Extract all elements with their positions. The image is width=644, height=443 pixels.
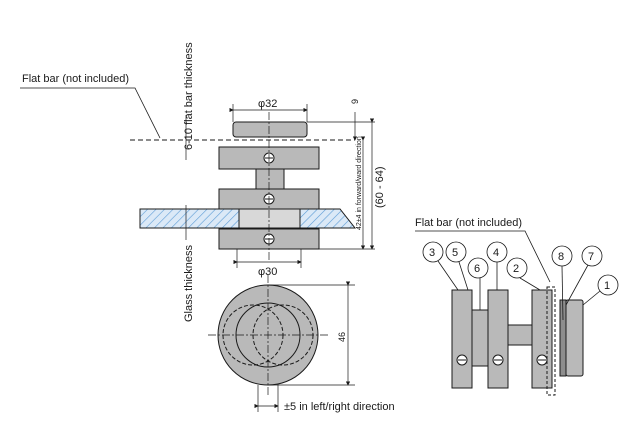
dimension-46 xyxy=(268,281,355,386)
glass-insert xyxy=(238,208,301,229)
part-number-7: 7 xyxy=(588,251,594,263)
dim-phi32: φ32 xyxy=(258,98,277,110)
flat-bar-label-left: Flat bar (not included) xyxy=(22,73,129,85)
dim-shift: ±5 in left/right direction xyxy=(284,401,395,413)
dimension-phi32 xyxy=(229,104,308,122)
part-callouts xyxy=(422,241,619,321)
callout-7 xyxy=(581,245,603,267)
top-cap xyxy=(232,121,308,138)
dim-range: (60 - 64) xyxy=(374,166,386,208)
callout-5 xyxy=(445,241,467,263)
part-stem xyxy=(507,324,535,346)
part-number-3: 3 xyxy=(429,247,435,259)
stem xyxy=(255,168,285,190)
part-4-plate xyxy=(487,289,509,389)
dimension-phi30 xyxy=(233,249,302,268)
exploded-view xyxy=(451,286,584,396)
part-number-4: 4 xyxy=(493,247,499,259)
part-number-5: 5 xyxy=(452,247,458,259)
part-number-2: 2 xyxy=(513,263,519,275)
part-6-bushing xyxy=(471,309,489,367)
callout-3 xyxy=(422,241,444,263)
part-number-6: 6 xyxy=(474,263,480,275)
glass-thickness-label: Glass thickness xyxy=(183,244,195,322)
bottom-view xyxy=(208,275,328,395)
dimension-shift xyxy=(254,385,279,412)
part-3-plate xyxy=(451,289,473,389)
dim-phi30: φ30 xyxy=(258,266,277,278)
dimension-right xyxy=(307,112,375,250)
part-1-cap xyxy=(565,299,584,377)
flat-bar-thickness-label: 6-10 flat bar thickness xyxy=(183,42,195,150)
dim-46: 46 xyxy=(337,332,347,342)
callout-2 xyxy=(506,257,528,279)
callout-6 xyxy=(467,257,489,279)
part-numbers: 3 5 6 4 2 8 7 1 xyxy=(429,247,610,292)
dim-9: 9 xyxy=(350,99,360,104)
part-number-1: 1 xyxy=(604,280,610,292)
part-number-8: 8 xyxy=(558,251,564,263)
glass-left xyxy=(139,208,240,229)
glass-right xyxy=(299,208,357,229)
flat-bar-leader-right xyxy=(415,230,551,283)
callout-1 xyxy=(597,274,619,296)
flat-bar-dashed xyxy=(546,286,556,396)
flat-bar-leader-left xyxy=(20,87,161,139)
part-2-plate xyxy=(531,289,553,389)
front-view xyxy=(130,112,357,262)
dim-inward: 42±4 in forward/ward direction xyxy=(356,136,363,230)
flat-bar-label-right: Flat bar (not included) xyxy=(415,217,522,229)
